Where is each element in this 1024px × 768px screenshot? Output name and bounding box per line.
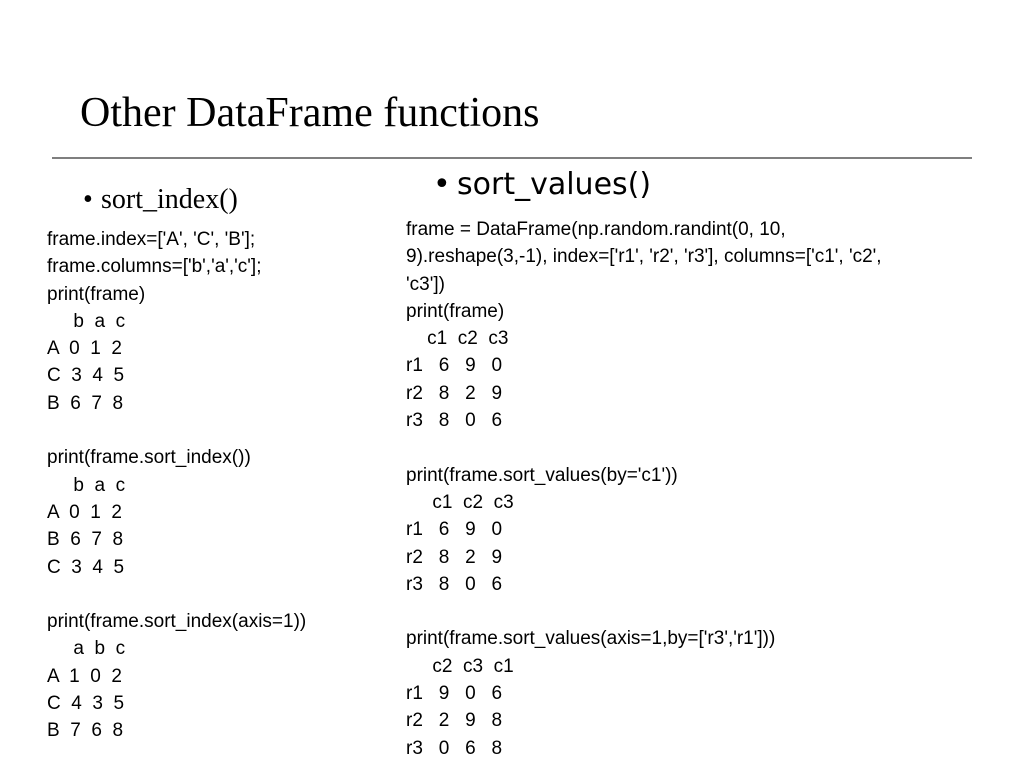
code-line (47, 581, 306, 608)
code-line: B 7 6 8 (47, 720, 124, 742)
code-line: print(frame) (406, 300, 505, 322)
code-line: r1 9 0 6 (406, 683, 503, 705)
code-line: a b c (47, 638, 126, 660)
code-line: print(frame.sort_index()) (47, 447, 251, 469)
code-line: frame.index=['A', 'C', 'B']; (47, 229, 256, 250)
bullet-marker: • (83, 184, 93, 215)
code-line: b a c (47, 474, 126, 496)
code-line: print(frame.sort_values(by='c1')) (406, 464, 678, 486)
code-line: c2 c3 c1 (406, 655, 514, 677)
bullet-marker: • (433, 167, 451, 202)
sort-index-heading: sort_index() (101, 184, 238, 215)
sort-values-heading: sort_values() (457, 167, 652, 202)
code-line: c1 c2 c3 (406, 491, 514, 513)
code-line: 'c3']) (406, 273, 445, 295)
code-line: r1 6 9 0 (406, 355, 503, 377)
code-line: A 0 1 2 (47, 338, 122, 360)
code-line: print(frame) (47, 283, 146, 305)
code-line: frame = DataFrame(np.random.randint(0, 1… (406, 219, 786, 240)
code-line: r2 8 2 9 (406, 546, 503, 568)
code-line: 9).reshape(3,-1), index=['r1', 'r2', 'r3… (406, 246, 882, 268)
code-line: b a c (47, 310, 126, 332)
code-line: C 4 3 5 (47, 693, 125, 715)
code-line: A 1 0 2 (47, 665, 122, 687)
sort-index-bullet: • sort_index() (83, 183, 238, 217)
code-line: frame.columns=['b','a','c']; (47, 256, 262, 278)
title-divider (52, 157, 972, 159)
code-line: C 3 4 5 (47, 556, 125, 578)
slide-title: Other DataFrame functions (80, 90, 540, 136)
code-line: r1 6 9 0 (406, 519, 503, 541)
code-line (406, 434, 882, 461)
code-line: r3 0 6 8 (406, 737, 503, 759)
sort-index-code-block: frame.index=['A', 'C', 'B']; frame.column… (47, 226, 306, 745)
code-line: B 6 7 8 (47, 529, 124, 551)
code-line: B 6 7 8 (47, 392, 124, 414)
code-line: r2 8 2 9 (406, 382, 503, 404)
code-line: c1 c2 c3 (406, 328, 509, 350)
code-line (47, 417, 306, 444)
code-line: A 0 1 2 (47, 501, 122, 523)
code-line: r2 2 9 8 (406, 710, 503, 732)
code-line: C 3 4 5 (47, 365, 125, 387)
code-line: print(frame.sort_index(axis=1)) (47, 611, 307, 633)
code-line: print(frame.sort_values(axis=1,by=['r3',… (406, 628, 776, 650)
code-line: r3 8 0 6 (406, 573, 503, 595)
code-line: r3 8 0 6 (406, 410, 503, 432)
sort-values-code-block: frame = DataFrame(np.random.randint(0, 1… (406, 216, 882, 762)
sort-values-bullet: •sort_values() (433, 166, 651, 204)
code-line (406, 598, 882, 625)
